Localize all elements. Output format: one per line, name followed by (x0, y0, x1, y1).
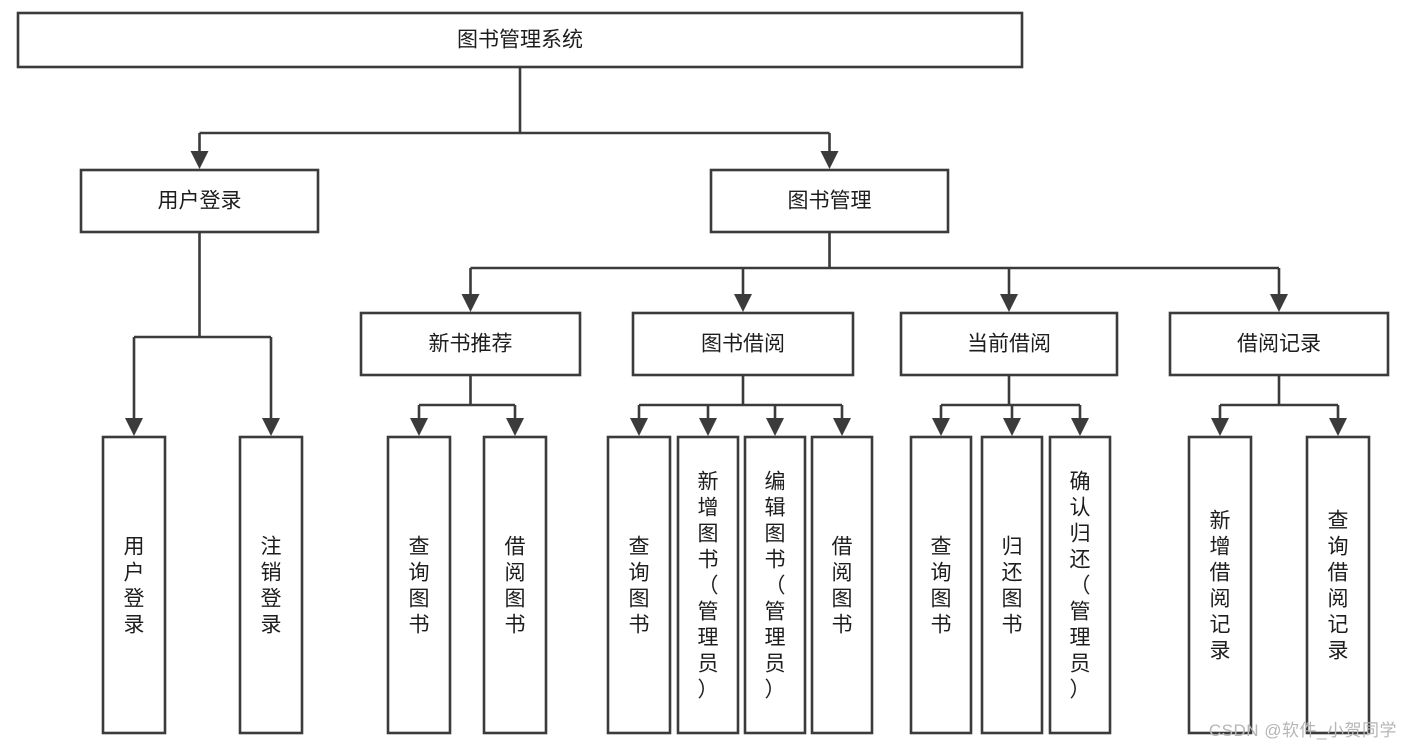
node-layer: 图书管理系统用户登录图书管理新书推荐图书借阅当前借阅借阅记录用户登录注销登录查询… (16, 11, 1390, 735)
node-box (676, 435, 740, 735)
arrowhead-icon (734, 294, 752, 312)
node-leaf1[interactable]: 用户登录 (101, 435, 167, 735)
node-leaf13[interactable]: 查询借阅记录 (1305, 435, 1371, 735)
node-current[interactable]: 当前借阅 (899, 311, 1119, 377)
node-leaf12[interactable]: 新增借阅记录 (1187, 435, 1253, 735)
node-label: 归还图书 (1002, 535, 1023, 636)
arrowhead-icon (1211, 418, 1229, 436)
node-leaf7[interactable]: 编辑图书（管理员） (743, 435, 807, 735)
node-leaf6[interactable]: 新增图书（管理员） (676, 435, 740, 735)
node-leaf3[interactable]: 查询图书 (386, 435, 452, 735)
node-box (709, 168, 950, 234)
arrowhead-icon (1000, 294, 1018, 312)
arrowhead-icon (190, 151, 209, 169)
node-label: 图书管理 (788, 190, 872, 213)
node-label: 注销登录 (261, 535, 282, 636)
node-leaf2[interactable]: 注销登录 (238, 435, 304, 735)
node-box (1305, 435, 1371, 735)
arrowhead-icon (820, 151, 839, 169)
node-leaf4[interactable]: 借阅图书 (482, 435, 548, 735)
node-box (899, 311, 1119, 377)
node-box (980, 435, 1044, 735)
arrowhead-icon (699, 418, 717, 436)
arrowhead-icon (1003, 418, 1021, 436)
node-newbook[interactable]: 新书推荐 (359, 311, 582, 377)
node-label: 用户登录 (158, 190, 242, 213)
node-box (810, 435, 874, 735)
node-label: 编辑图书（管理员） (765, 470, 786, 701)
node-label: 当前借阅 (967, 333, 1051, 356)
arrowhead-icon (262, 418, 280, 436)
node-box (1048, 435, 1112, 735)
node-label: 图书管理系统 (457, 29, 583, 52)
node-login[interactable]: 用户登录 (79, 168, 320, 234)
node-bookmgmt[interactable]: 图书管理 (709, 168, 950, 234)
node-box (79, 168, 320, 234)
node-box (606, 435, 672, 735)
node-label: 借阅图书 (832, 535, 853, 636)
node-leaf9[interactable]: 查询图书 (909, 435, 973, 735)
node-box (1168, 311, 1390, 377)
node-record[interactable]: 借阅记录 (1168, 311, 1390, 377)
node-label: 图书借阅 (701, 333, 785, 356)
node-label: 查询图书 (629, 535, 650, 636)
arrowhead-icon (1071, 418, 1089, 436)
node-box (743, 435, 807, 735)
node-leaf5[interactable]: 查询图书 (606, 435, 672, 735)
node-label: 新增图书（管理员） (698, 470, 719, 701)
node-box (359, 311, 582, 377)
node-box (631, 311, 855, 377)
node-label: 查询借阅记录 (1328, 509, 1349, 662)
node-label: 用户登录 (124, 535, 145, 636)
node-borrow[interactable]: 图书借阅 (631, 311, 855, 377)
node-box (909, 435, 973, 735)
arrowhead-icon (125, 418, 143, 436)
node-label: 确认归还（管理员） (1070, 470, 1091, 701)
arrowhead-icon (1329, 418, 1347, 436)
node-leaf11[interactable]: 确认归还（管理员） (1048, 435, 1112, 735)
node-box (386, 435, 452, 735)
edge-layer (125, 67, 1347, 436)
node-box (101, 435, 167, 735)
node-box (1187, 435, 1253, 735)
node-box (238, 435, 304, 735)
node-root[interactable]: 图书管理系统 (16, 11, 1024, 69)
arrowhead-icon (766, 418, 784, 436)
arrowhead-icon (1270, 294, 1288, 312)
arrowhead-icon (461, 294, 480, 312)
node-label: 借阅图书 (505, 535, 526, 636)
node-leaf8[interactable]: 借阅图书 (810, 435, 874, 735)
arrowhead-icon (833, 418, 851, 436)
watermark-label: CSDN @软件_小贺同学 (1208, 721, 1397, 740)
arrowhead-icon (630, 418, 648, 436)
node-leaf10[interactable]: 归还图书 (980, 435, 1044, 735)
node-box (482, 435, 548, 735)
node-label: 查询图书 (931, 535, 952, 636)
node-label: 新增借阅记录 (1210, 509, 1231, 662)
node-label: 借阅记录 (1237, 333, 1321, 356)
arrowhead-icon (506, 418, 524, 436)
node-label: 新书推荐 (429, 333, 513, 356)
arrowhead-icon (410, 418, 428, 436)
arrowhead-icon (932, 418, 950, 436)
node-box (16, 11, 1024, 69)
node-label: 查询图书 (409, 535, 430, 636)
